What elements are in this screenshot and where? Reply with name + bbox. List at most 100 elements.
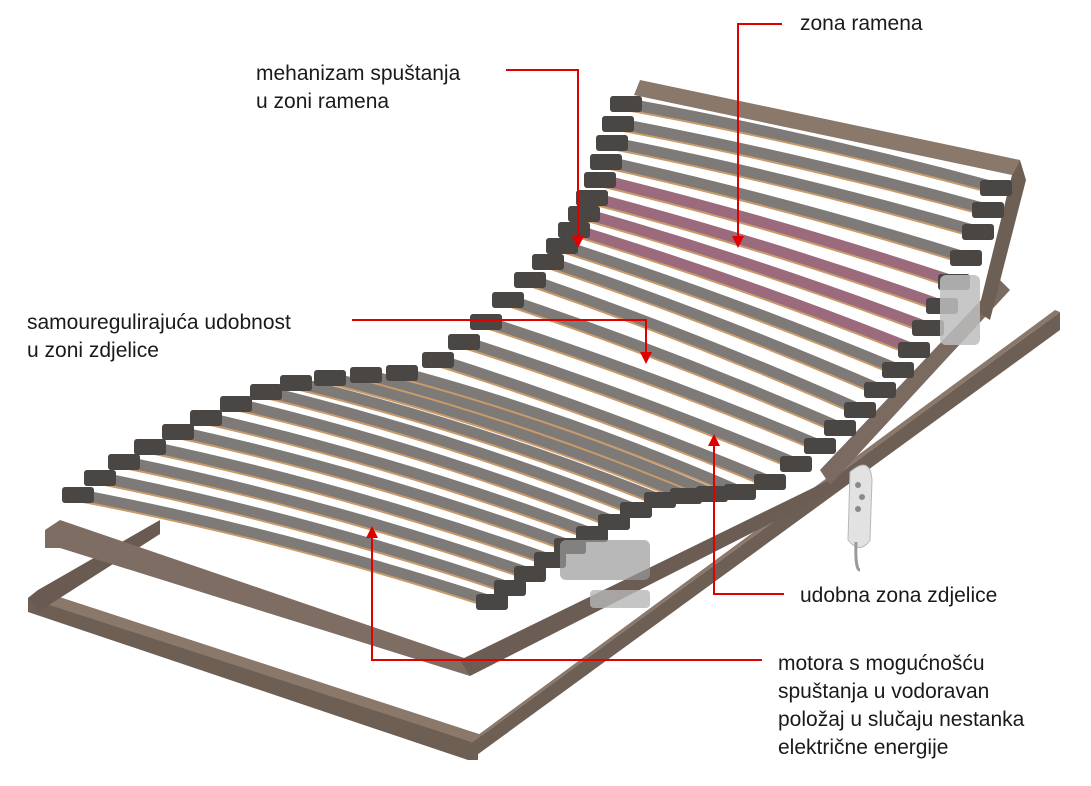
- slat-caps: [62, 96, 1012, 610]
- slat: [294, 377, 663, 506]
- slat-cap: [584, 172, 616, 188]
- label-line: u zoni zdjelice: [27, 339, 159, 362]
- label-line: u zoni ramena: [256, 90, 390, 113]
- remote-control: [847, 464, 873, 572]
- callout-motor: [371, 528, 762, 661]
- arrowhead-shoulder-mechanism: [572, 236, 584, 248]
- slat-cap: [620, 502, 652, 518]
- slat-edge: [437, 365, 771, 489]
- slat-cap: [494, 580, 526, 596]
- slat-cap: [220, 396, 252, 412]
- slat-cap: [532, 254, 564, 270]
- slat-edge: [149, 452, 551, 567]
- slat: [610, 137, 980, 238]
- slat: [598, 174, 956, 288]
- slat-cap: [162, 424, 194, 440]
- slat-cap: [898, 342, 930, 358]
- slat-cap: [950, 250, 982, 266]
- label-pelvis-comfort: udobna zona zdjelice: [800, 582, 997, 610]
- slat: [436, 354, 773, 488]
- slat-edge: [77, 500, 493, 609]
- slat-cap: [448, 334, 480, 350]
- slat-cap: [576, 526, 608, 542]
- slat: [176, 426, 573, 552]
- label-shoulder-mechanism: mehanizam spuštanja u zoni ramena: [256, 60, 460, 116]
- slat-cap: [980, 180, 1012, 196]
- slat-edge: [617, 129, 989, 217]
- slat: [98, 472, 512, 594]
- label-line: zona ramena: [800, 12, 923, 35]
- slat-edge: [573, 235, 915, 357]
- slat-cap: [804, 438, 836, 454]
- slat-cap: [134, 439, 166, 455]
- slat-edge: [265, 397, 637, 517]
- slat-edge: [605, 167, 967, 265]
- slat-edge: [329, 383, 687, 503]
- slat-edge: [99, 483, 511, 595]
- slat: [328, 372, 689, 502]
- slat: [528, 274, 863, 416]
- slat: [462, 336, 799, 470]
- slat: [484, 316, 823, 452]
- slat-edge: [401, 378, 741, 499]
- label-shoulder-zone: zona ramena: [800, 10, 923, 38]
- slat-cap: [824, 420, 856, 436]
- slat-cap: [62, 487, 94, 503]
- slat: [572, 224, 917, 356]
- slat-cap: [534, 552, 566, 568]
- label-line: motora s mogućnošću: [778, 652, 985, 675]
- slat-cap: [780, 456, 812, 472]
- arrowhead-pelvis-self-adjusting: [640, 352, 652, 364]
- slat-cap: [972, 202, 1004, 218]
- callout-shoulder-mechanism: [506, 69, 579, 246]
- slat: [204, 412, 595, 540]
- slat: [76, 489, 494, 608]
- slat: [364, 369, 715, 500]
- slat-cap: [882, 362, 914, 378]
- slat-cap: [314, 370, 346, 386]
- slat: [506, 294, 843, 434]
- slat-edge: [507, 305, 841, 435]
- slat-edge: [123, 467, 531, 581]
- slat: [604, 156, 968, 264]
- slat-cap: [386, 365, 418, 381]
- label-pelvis-self-adjusting: samouregulirajuća udobnost u zoni zdjeli…: [27, 309, 291, 365]
- label-line: mehanizam spuštanja: [256, 62, 461, 85]
- slat-cap: [470, 314, 502, 330]
- slat-cap: [492, 292, 524, 308]
- slat-cap: [476, 594, 508, 610]
- slat: [400, 367, 743, 498]
- slat-edge: [463, 347, 797, 471]
- slat-cap: [84, 470, 116, 486]
- slat-cap: [864, 382, 896, 398]
- slat-edge: [485, 327, 821, 453]
- slat-cap: [754, 474, 786, 490]
- slat-cap: [280, 375, 312, 391]
- slat-cap: [568, 206, 600, 222]
- slat-cap: [514, 566, 546, 582]
- slat-edge: [235, 409, 615, 529]
- slat-edge: [599, 185, 955, 289]
- slats: [76, 98, 998, 609]
- slat-edge: [611, 148, 979, 239]
- label-line: spuštanja u vodoravan: [778, 680, 990, 703]
- slat-cap: [558, 222, 590, 238]
- slat-cap: [596, 135, 628, 151]
- slat-cap: [576, 190, 608, 206]
- slat-edge: [365, 380, 713, 501]
- slat-cap: [598, 514, 630, 530]
- slat: [234, 398, 617, 528]
- slat-edge: [547, 267, 881, 397]
- slat-cap: [190, 410, 222, 426]
- slat: [122, 456, 532, 580]
- label-line: udobna zona zdjelice: [800, 584, 998, 607]
- callout-pelvis-self-adjusting: [352, 319, 647, 362]
- slat-cap: [602, 116, 634, 132]
- slat-cap: [912, 320, 944, 336]
- slat-cap: [590, 154, 622, 170]
- slat-edge: [295, 388, 661, 507]
- slat: [616, 118, 990, 216]
- slat-edge: [561, 251, 899, 377]
- slat-cap: [696, 486, 728, 502]
